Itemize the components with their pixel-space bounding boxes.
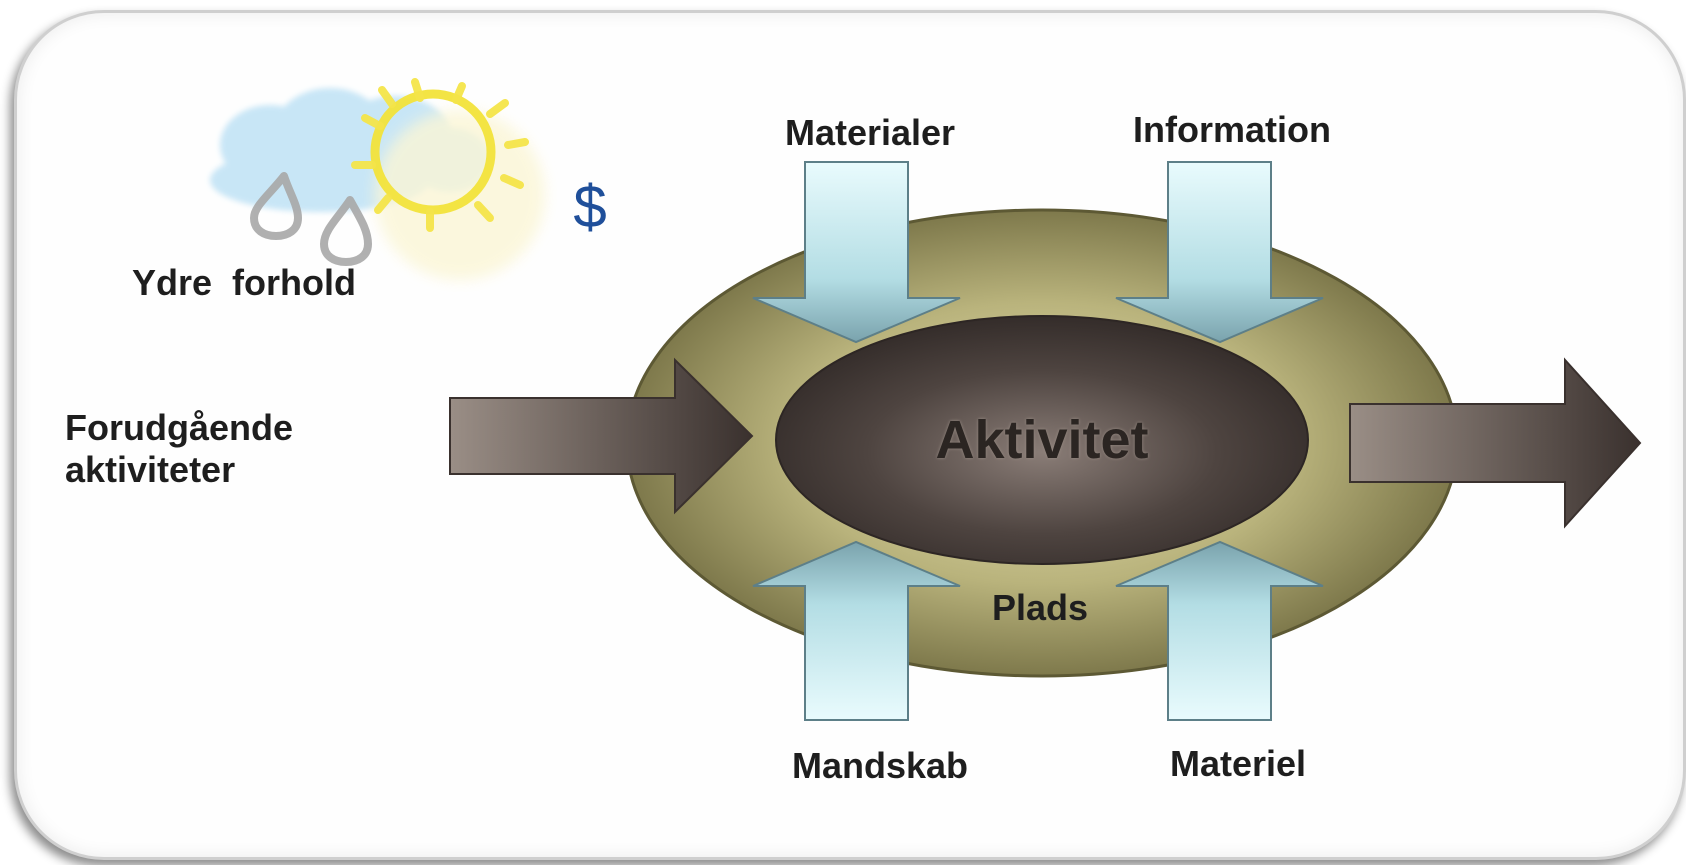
preceding-activities-label-line2: aktiviteter [65,449,235,490]
preceding-activities-label-line1: Forudgående [65,407,293,448]
materials-label: Materialer [785,112,955,153]
activity-label: Aktivitet [935,410,1148,470]
information-arrow [1115,161,1324,344]
weather-icon-group [210,78,545,280]
equipment-arrow [1115,540,1324,721]
sun-icon [351,78,545,280]
manpower-arrow [752,540,961,721]
materials-arrow [752,161,961,344]
external-conditions-label: Ydre forhold [132,262,356,303]
preceding-activities-arrow [449,357,754,515]
information-label: Information [1133,109,1331,150]
output-arrow [1349,357,1642,529]
manpower-label: Mandskab [792,745,968,786]
dollar-icon: $ [573,173,606,240]
raindrop-icon [250,172,372,266]
activity-core [775,315,1309,565]
equipment-label: Materiel [1170,743,1306,784]
space-label: Plads [992,587,1088,628]
